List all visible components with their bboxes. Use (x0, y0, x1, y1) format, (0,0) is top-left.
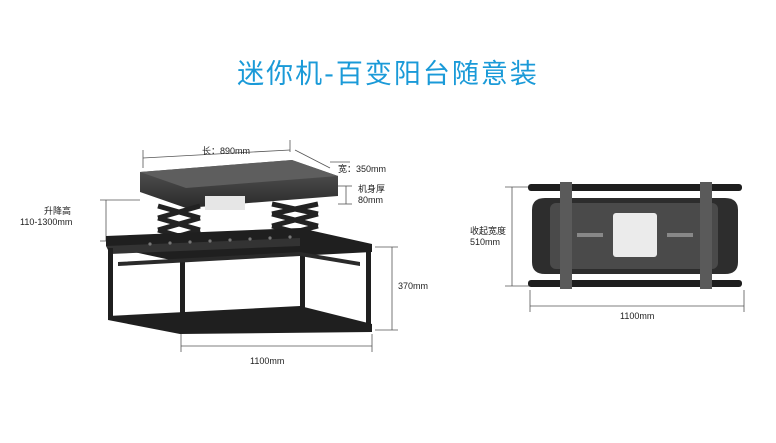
thickness-dimension-line (338, 185, 352, 205)
vents (577, 233, 693, 237)
page-title: 迷你机-百变阳台随意装 (237, 59, 539, 90)
drying-rack-frame (106, 228, 372, 334)
width-dimension-line (294, 149, 350, 169)
bottom-rail (528, 280, 742, 287)
bracket-right (700, 182, 712, 289)
lift-label: 升降高 (44, 206, 72, 216)
thickness-value: 80mm (358, 195, 384, 205)
height-dimension-line (375, 246, 398, 331)
bracket-left (560, 182, 572, 289)
bottom-width-left-line (180, 334, 373, 352)
height-label: 370mm (398, 281, 429, 291)
bottom-width-right-line (529, 290, 745, 312)
length-dimension-line (142, 140, 291, 168)
retract-value: 510mm (470, 237, 501, 247)
machine-body (140, 160, 338, 210)
thickness-label: 机身厚 (358, 184, 386, 194)
width-label: 宽：350mm (338, 164, 387, 174)
rack-holes (148, 235, 292, 246)
retract-dimension-line (505, 186, 530, 287)
top-rail (528, 184, 742, 191)
bottom-width-right-label: 1100mm (620, 311, 655, 321)
length-label: 长：890mm (202, 146, 251, 156)
light-panel (613, 213, 657, 257)
lift-value: 110-1300mm (20, 217, 73, 227)
retract-label: 收起宽度 (470, 226, 507, 236)
bottom-width-left-label: 1100mm (250, 356, 285, 366)
